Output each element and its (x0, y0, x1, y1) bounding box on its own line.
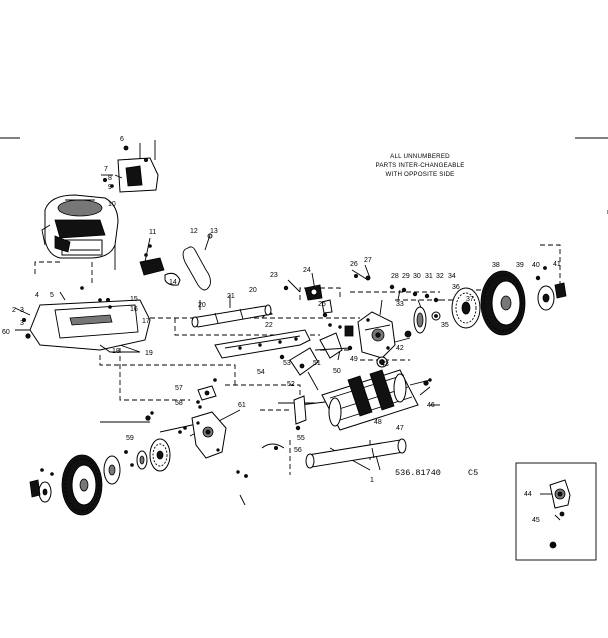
callout-2: 2 (12, 307, 16, 314)
callout-47: 47 (396, 425, 404, 432)
upper-fittings (283, 273, 371, 327)
roller-shaft (191, 304, 273, 328)
callout-19: 19 (145, 350, 153, 357)
callout-55: 55 (297, 435, 305, 442)
model-number-text: 536.81740 (395, 468, 441, 478)
clutch-parts (106, 244, 181, 309)
callout-7: 7 (104, 166, 108, 173)
drive-belt (182, 233, 213, 291)
callout-56: 56 (294, 447, 302, 454)
callout-27: 27 (364, 257, 372, 264)
callout-45: 45 (532, 517, 540, 524)
callout-38: 38 (492, 262, 500, 269)
callout-23: 23 (270, 272, 278, 279)
callout-28: 28 (391, 273, 399, 280)
right-wheel (480, 270, 526, 336)
callout-35: 35 (441, 322, 449, 329)
callout-30: 30 (413, 273, 421, 280)
callout-37: 37 (466, 296, 474, 303)
callout-12: 12 (190, 228, 198, 235)
callout-31: 31 (425, 273, 433, 280)
callout-61: 61 (238, 402, 246, 409)
left-hubcap (29, 468, 54, 503)
lower-fittings (261, 395, 307, 450)
left-wheel-assembly (103, 415, 187, 485)
left-side-plate (191, 378, 227, 459)
callout-42: 42 (396, 345, 404, 352)
callout-17: 17 (142, 318, 150, 325)
callout-3b: 3 (20, 320, 24, 327)
engine-cover-bracket (103, 145, 159, 193)
callout-18: 18 (112, 348, 120, 355)
callout-26: 26 (350, 261, 358, 268)
mower-frame (21, 286, 151, 353)
callout-41: 41 (553, 261, 561, 268)
callout-6: 6 (120, 136, 124, 143)
model-suffix-text: C5 (468, 468, 478, 478)
callout-40: 40 (532, 262, 540, 269)
part-callouts: 6 7 8 9 10 11 12 13 14 15 16 17 18 19 20… (2, 136, 561, 524)
callout-25: 25 (318, 301, 326, 308)
model-number: 536.81740 C5 (395, 468, 478, 478)
callout-46: 46 (427, 402, 435, 409)
drive-gear (451, 287, 481, 329)
detail-inset (515, 462, 597, 561)
pinion-parts (389, 284, 441, 343)
callout-43: 43 (381, 361, 389, 368)
callout-54: 54 (257, 369, 265, 376)
callout-9: 9 (108, 184, 112, 191)
callout-53: 53 (283, 360, 291, 367)
callout-59: 59 (126, 435, 134, 442)
interchangeable-note: ALL UNNUMBERED PARTS INTER-CHANGEABLE WI… (375, 153, 464, 178)
callout-24: 24 (303, 267, 311, 274)
reel-bracket (289, 332, 353, 391)
callout-49: 49 (350, 356, 358, 363)
misc-hardware (150, 325, 432, 478)
callout-3a: 3 (20, 307, 24, 314)
callout-39: 39 (516, 262, 524, 269)
callout-29: 29 (402, 273, 410, 280)
callout-36: 36 (452, 284, 460, 291)
callout-21: 21 (227, 293, 235, 300)
cutting-reel (299, 369, 431, 431)
left-wheel (61, 454, 103, 516)
callout-8: 8 (108, 175, 112, 182)
callout-34: 34 (448, 273, 456, 280)
callout-52: 52 (287, 381, 295, 388)
callout-5: 5 (50, 292, 54, 299)
callout-1: 1 (370, 477, 374, 484)
callout-60: 60 (2, 329, 10, 336)
note-line-3: WITH OPPOSITE SIDE (386, 171, 455, 178)
callout-58: 58 (175, 400, 183, 407)
callout-20a: 20 (198, 302, 206, 309)
callout-22: 22 (265, 322, 273, 329)
callout-57: 57 (175, 385, 183, 392)
callout-20b: 20 (249, 287, 257, 294)
callout-11: 11 (149, 229, 156, 236)
callout-32: 32 (436, 273, 444, 280)
right-side-plate (344, 311, 396, 368)
rear-roller (305, 438, 407, 469)
callout-50: 50 (333, 368, 341, 375)
callout-14: 14 (169, 279, 177, 286)
right-hubcap (535, 266, 567, 311)
callout-16: 16 (130, 306, 138, 313)
callout-33: 33 (396, 301, 404, 308)
callout-13: 13 (210, 228, 218, 235)
note-line-2: PARTS INTER-CHANGEABLE (375, 162, 464, 169)
callout-44: 44 (524, 491, 532, 498)
engine-assembly (41, 194, 119, 259)
note-line-1: ALL UNNUMBERED (390, 153, 450, 160)
callout-4: 4 (35, 292, 39, 299)
callout-15: 15 (130, 296, 138, 303)
callout-51: 51 (313, 360, 321, 367)
callout-48: 48 (374, 419, 382, 426)
bed-knife-bar (214, 329, 311, 360)
callout-10: 10 (108, 201, 116, 208)
